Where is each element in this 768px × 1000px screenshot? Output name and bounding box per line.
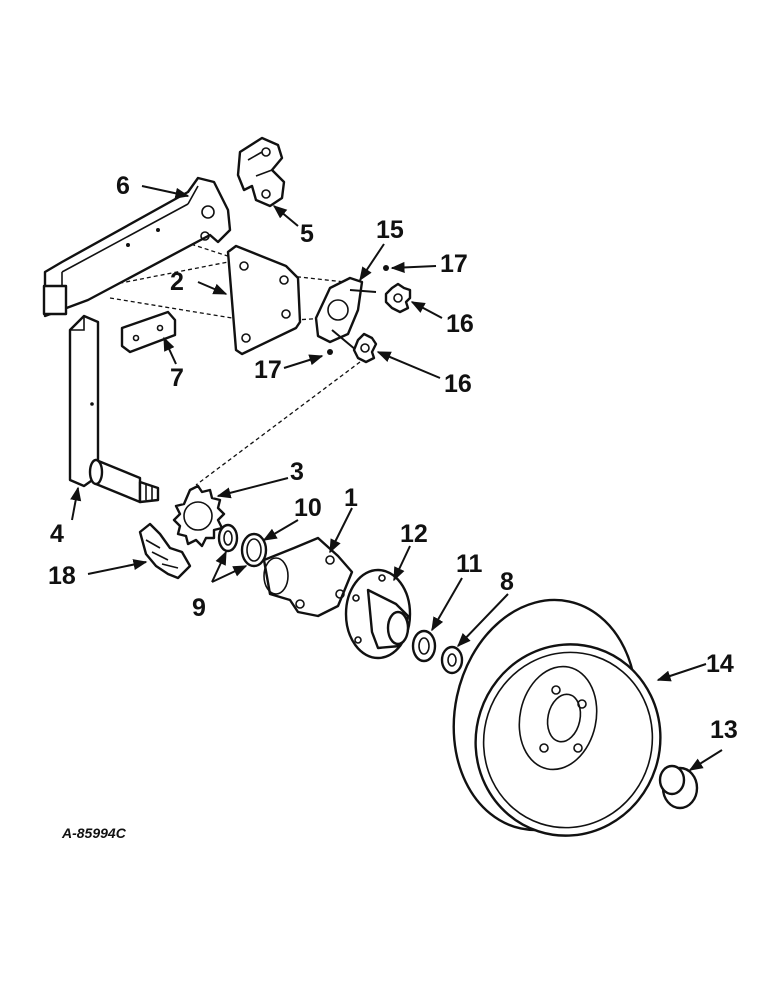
part-7-small-plate <box>120 310 177 354</box>
part-5-bracket <box>236 136 286 208</box>
part-9-bearing <box>217 523 239 553</box>
callout-13: 13 <box>710 716 738 744</box>
callout-leaders <box>70 185 723 771</box>
callout-15: 15 <box>376 216 404 244</box>
part-4-spindle-bar <box>68 314 160 504</box>
part-1-housing <box>262 536 354 618</box>
callout-16-lower: 16 <box>444 370 472 398</box>
callout-3: 3 <box>290 458 304 486</box>
callout-4: 4 <box>50 520 64 548</box>
callout-1: 1 <box>344 484 358 512</box>
callout-16-upper: 16 <box>446 310 474 338</box>
part-15-flange <box>314 276 377 351</box>
part-6-arm <box>42 176 232 318</box>
callout-6: 6 <box>116 172 130 200</box>
drawing-code: A-85994C <box>61 825 127 841</box>
part-2-plate <box>226 244 302 356</box>
callout-17-upper: 17 <box>440 250 468 278</box>
callout-12: 12 <box>400 520 428 548</box>
part-16-sprocket-lower <box>352 332 378 364</box>
part-10-ring <box>240 532 268 568</box>
callout-8: 8 <box>500 568 514 596</box>
callout-17-lower: 17 <box>254 356 282 384</box>
part-17-pin-upper <box>383 265 389 271</box>
part-12-hub <box>344 568 412 660</box>
part-3-drive-sprocket <box>172 484 226 548</box>
part-14-wheel-rim <box>452 598 662 837</box>
callout-10: 10 <box>294 494 322 522</box>
part-17-pin-lower <box>327 349 333 355</box>
callout-9: 9 <box>192 594 206 622</box>
part-11-bearing <box>411 629 437 663</box>
callout-5: 5 <box>300 220 314 248</box>
part-8-nut <box>440 645 464 675</box>
callout-2: 2 <box>170 268 184 296</box>
part-13-hub-cap <box>658 764 699 810</box>
callout-14: 14 <box>706 650 734 678</box>
part-18-chain <box>138 522 192 580</box>
part-16-sprocket-upper <box>384 282 412 314</box>
callout-7: 7 <box>170 364 184 392</box>
callout-11: 11 <box>456 550 483 578</box>
callout-18: 18 <box>48 562 76 590</box>
